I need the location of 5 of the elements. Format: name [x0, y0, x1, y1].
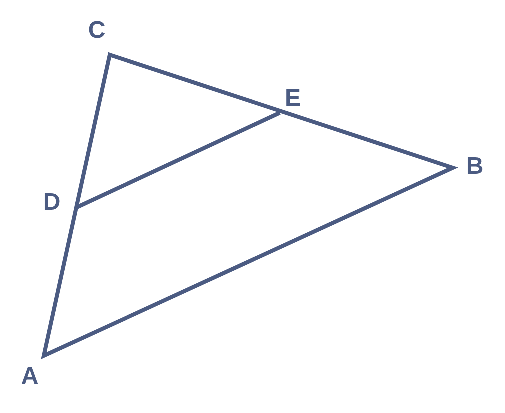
vertex-label: E: [285, 87, 301, 111]
vertex-label: D: [43, 191, 61, 215]
vertex-label: B: [466, 155, 484, 179]
vertex-label: C: [88, 19, 106, 43]
vertex-label: A: [21, 365, 39, 389]
